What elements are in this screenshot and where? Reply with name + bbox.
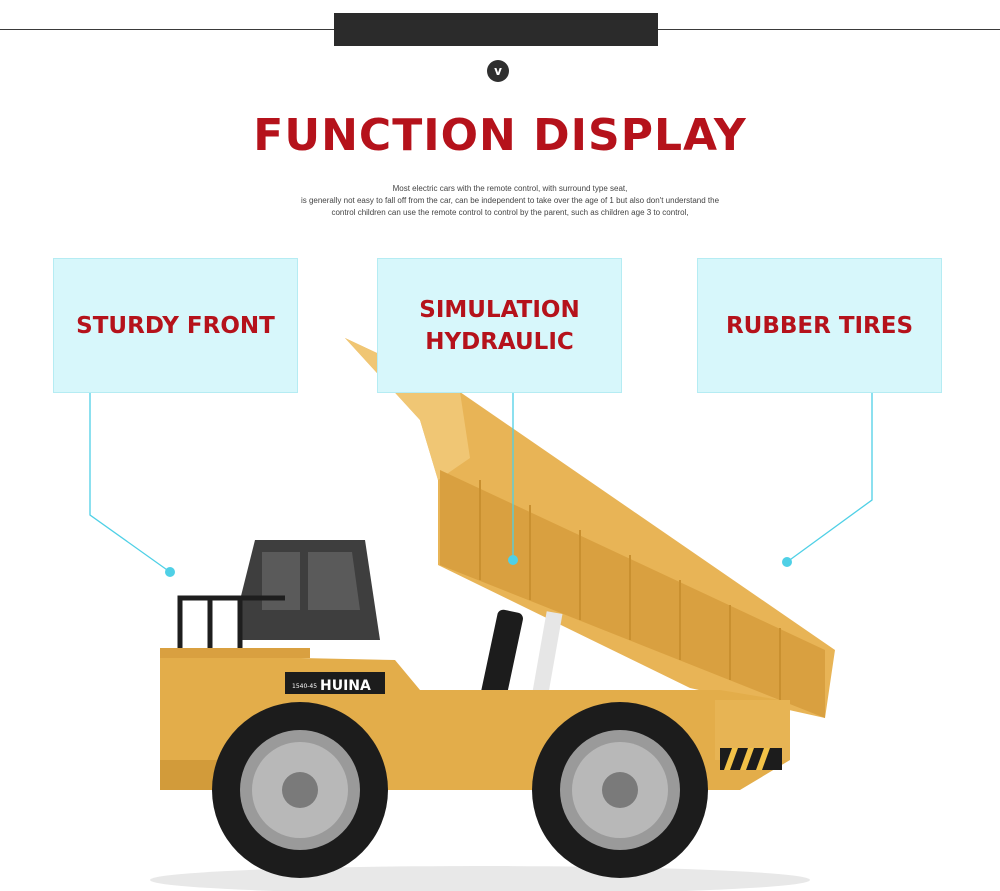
front-wheel — [212, 702, 388, 878]
rear-wheel — [532, 702, 708, 878]
description-line: is generally not easy to fall off from t… — [300, 196, 720, 205]
dump-truck-image: HUINA 1540-45 — [150, 338, 835, 891]
description-line: Most electric cars with the remote contr… — [392, 184, 628, 193]
top-header-bar — [334, 13, 658, 46]
feature-box-sturdy-front: STURDY FRONT — [53, 258, 298, 393]
feature-label: STURDY FRONT — [76, 312, 275, 339]
feature-box-rubber-tires: RUBBER TIRES — [697, 258, 942, 393]
description-line: control children can use the remote cont… — [331, 208, 689, 217]
feature-label: RUBBER TIRES — [725, 312, 914, 339]
description-text: Most electric cars with the remote contr… — [200, 183, 820, 219]
model-label: 1540-45 — [292, 683, 317, 690]
page-title: FUNCTION DISPLAY — [253, 110, 747, 161]
feature-label: SIMULATION HYDRAULIC — [419, 296, 580, 355]
chevron-down-icon[interactable]: v — [487, 60, 509, 82]
feature-box-simulation-hydraulic: SIMULATION HYDRAULIC — [377, 258, 622, 393]
brand-logo: HUINA — [320, 678, 371, 694]
